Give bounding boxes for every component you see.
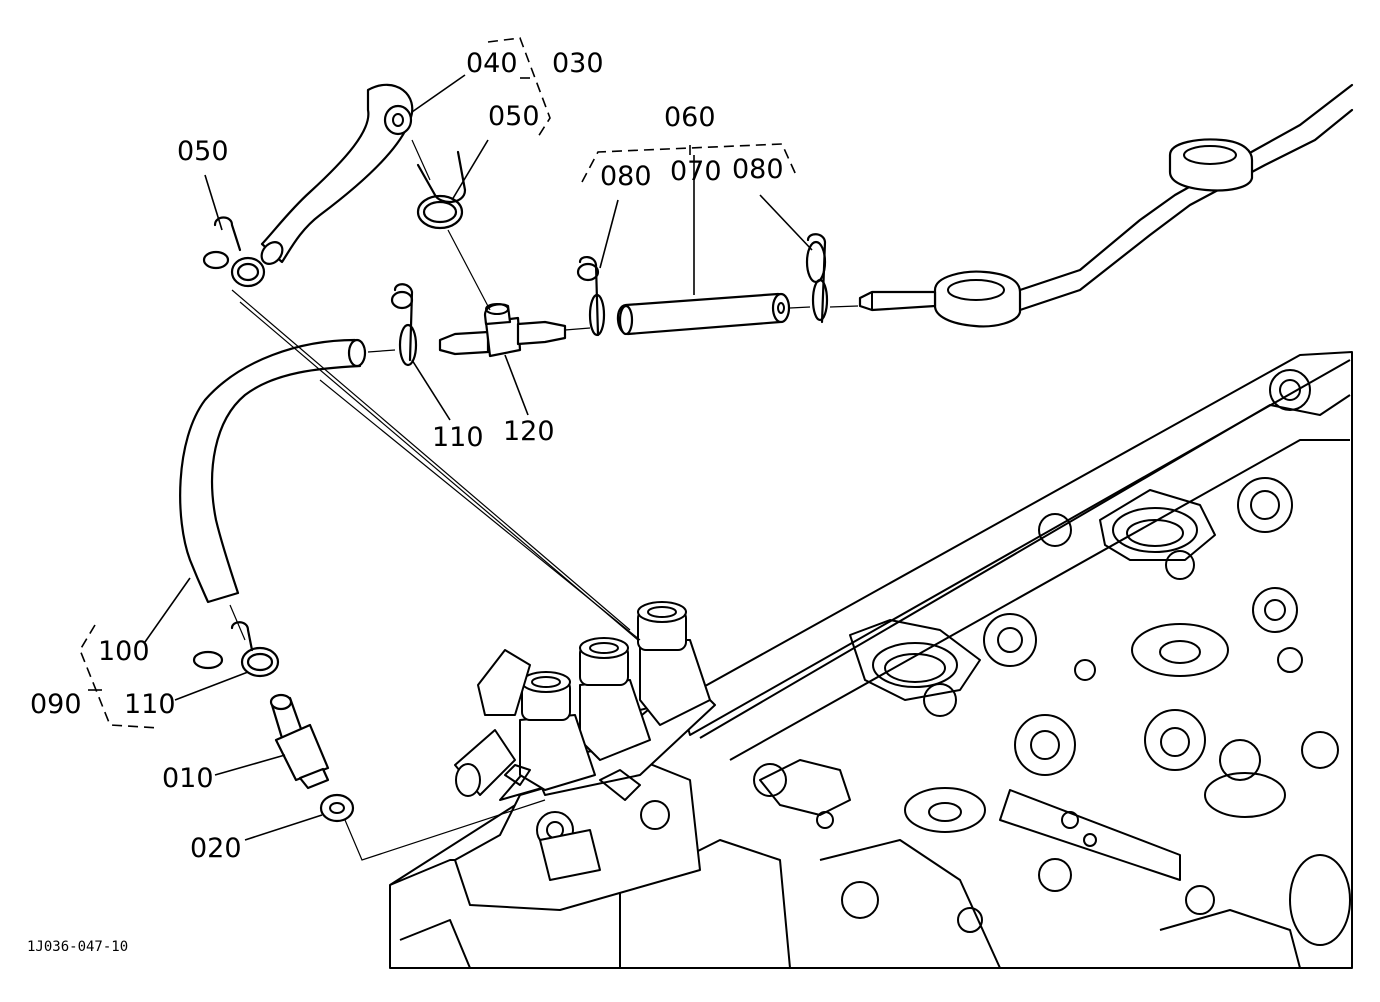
- leader-lines: [79, 37, 859, 861]
- hose-070: [616, 292, 790, 336]
- callout-080-right: 080: [732, 154, 784, 185]
- callout-050-left: 050: [177, 136, 229, 167]
- hose-100: [179, 338, 362, 604]
- clip-110-lower: [192, 621, 280, 678]
- callout-050-upper: 050: [488, 101, 540, 132]
- callout-040: 040: [466, 48, 518, 79]
- fitting-010: [269, 693, 330, 790]
- callout-010: 010: [162, 763, 214, 794]
- washer-020: [319, 793, 355, 823]
- callout-100: 100: [98, 636, 150, 667]
- callout-110-lower: 110: [124, 689, 176, 720]
- callout-060: 060: [664, 102, 716, 133]
- callout-090: 090: [30, 689, 82, 720]
- injection-pump: [454, 601, 716, 911]
- clip-080-left: [576, 256, 606, 337]
- clip-050-left: [202, 216, 266, 288]
- figure-id: 1J036-047-10: [27, 939, 128, 955]
- t-joint-120: [438, 303, 567, 358]
- callout-080-left: 080: [600, 161, 652, 192]
- callout-110-upper: 110: [432, 422, 484, 453]
- callout-070: 070: [670, 156, 722, 187]
- clip-110-upper: [390, 283, 418, 367]
- clip-080-right: [805, 233, 829, 324]
- hose-040-end: [383, 104, 413, 136]
- callout-020: 020: [190, 833, 242, 864]
- callout-120: 120: [503, 416, 555, 447]
- leak-off-pipe: [858, 83, 1354, 328]
- callout-030: 030: [552, 48, 604, 79]
- callout-labels: 040 030 050 050 060 080 070 080 110 120 …: [27, 48, 784, 955]
- clip-050-upper: [416, 150, 467, 230]
